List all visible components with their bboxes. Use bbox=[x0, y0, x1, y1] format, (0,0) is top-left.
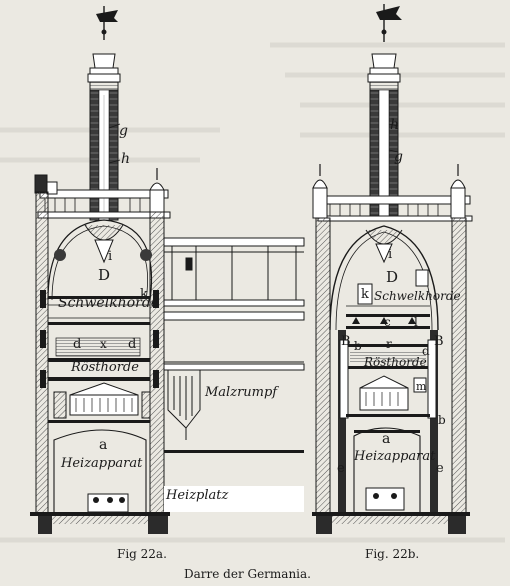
label-b-D: D bbox=[386, 268, 399, 286]
label-a-i: i bbox=[108, 249, 113, 264]
label-b-e-right: e bbox=[436, 461, 444, 476]
label-a-x: x bbox=[100, 337, 107, 351]
label-b-i: i bbox=[388, 247, 393, 262]
label-b-c: c bbox=[384, 315, 391, 329]
label-a-schwelkhorde: Schwelkhorde bbox=[58, 295, 160, 311]
label-b-a: a bbox=[382, 431, 391, 447]
label-b-b-left: b bbox=[354, 339, 362, 353]
label-a-d-right: d bbox=[128, 337, 137, 352]
label-a-a: a bbox=[99, 437, 108, 453]
weathervane-b bbox=[376, 4, 402, 42]
label-b-h: h bbox=[390, 117, 400, 133]
document-caption: Darre der Germania. bbox=[184, 567, 311, 581]
label-b-b-right: b bbox=[438, 413, 446, 427]
weathervane-a bbox=[96, 6, 118, 40]
label-a-heizapparat: Heizapparat bbox=[61, 456, 143, 471]
label-b-k: k bbox=[361, 287, 369, 302]
label-b-B-right: B bbox=[434, 334, 444, 349]
figure-22b-drawing bbox=[312, 4, 473, 534]
label-b-g: g bbox=[394, 149, 403, 165]
label-a-rosthorde: Rösthorde bbox=[71, 360, 139, 375]
label-b-m: m bbox=[416, 380, 427, 393]
label-b-rosthorde: Rösthorde bbox=[364, 355, 427, 369]
label-b-B-left: B bbox=[341, 334, 351, 349]
figure-22a-drawing bbox=[30, 6, 305, 534]
label-a-heizplatz: Heizplatz bbox=[166, 488, 229, 503]
label-a-d-left: d bbox=[73, 337, 82, 352]
figure-22a-caption: Fig 22a. bbox=[117, 547, 167, 561]
label-a-malzrumpf: Malzrumpf bbox=[205, 385, 278, 400]
label-a-h: h bbox=[121, 151, 131, 167]
label-b-d: d bbox=[422, 344, 430, 358]
figure-22b-caption: Fig. 22b. bbox=[365, 547, 420, 561]
label-a-k: k bbox=[140, 287, 148, 302]
label-a-g: g bbox=[119, 123, 128, 139]
label-b-heizapparat: Heizapparat bbox=[354, 449, 436, 464]
label-b-e-left: e bbox=[337, 461, 345, 476]
label-b-r: r bbox=[386, 337, 392, 351]
label-b-l: l bbox=[414, 315, 418, 329]
label-b-schwelkhorde: Schwelkhorde bbox=[374, 289, 461, 303]
label-a-D: D bbox=[98, 266, 111, 284]
